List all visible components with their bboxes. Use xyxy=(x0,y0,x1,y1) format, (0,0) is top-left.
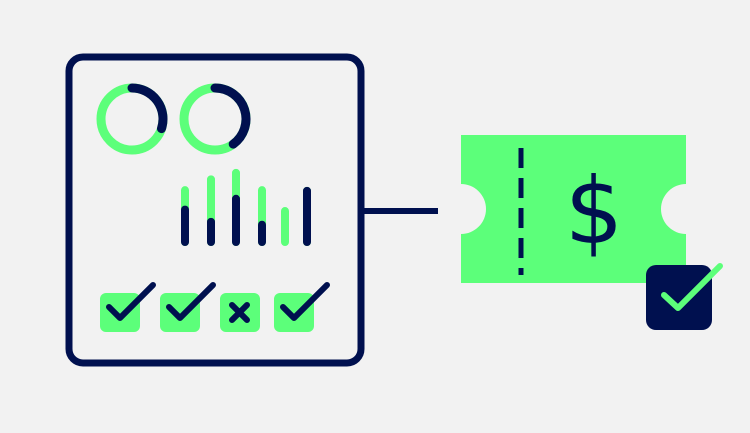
check-icon xyxy=(166,282,216,321)
bar-chart xyxy=(181,168,311,246)
checkbox xyxy=(274,293,314,332)
dollar-icon: $ xyxy=(565,158,624,265)
check-icon xyxy=(661,263,723,311)
checklist xyxy=(100,282,330,332)
check-icon xyxy=(106,282,156,321)
approved-badge xyxy=(646,263,723,330)
donut-progress-arc xyxy=(210,83,251,149)
cross-icon xyxy=(229,302,250,323)
badge-background xyxy=(646,265,712,330)
ticket-shape xyxy=(461,135,686,283)
panel-frame xyxy=(65,53,365,367)
donut-charts xyxy=(96,83,251,155)
donut-progress-arc xyxy=(127,83,168,134)
check-icon xyxy=(280,282,330,321)
payment-ticket: $ xyxy=(461,135,686,283)
dashboard-panel xyxy=(65,53,365,367)
checkbox xyxy=(160,293,200,332)
checkbox xyxy=(100,293,140,332)
